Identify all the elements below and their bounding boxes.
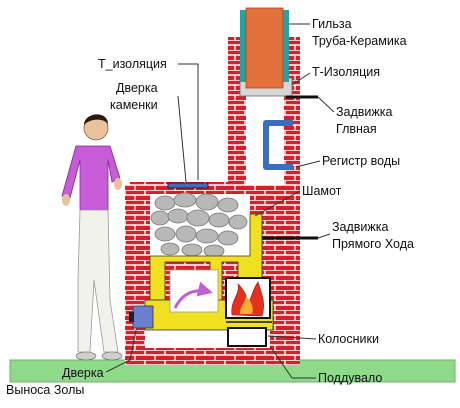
water-register [263, 120, 293, 170]
label-fireclay: Шамот [302, 184, 342, 198]
leader-stove-door [177, 95, 187, 183]
airflow-arrow [173, 281, 213, 309]
leader-main-damper [317, 96, 335, 113]
person-hair [84, 114, 108, 125]
flame-core [240, 296, 253, 314]
label-direct-damper-line1: Задвижка [332, 220, 389, 234]
person-figure [61, 114, 123, 361]
label-chimney-pipe: Труба-Керамика [312, 34, 407, 48]
sauna-stones [150, 192, 248, 258]
label-main-damper-line2: Глвная [336, 122, 377, 136]
leader-fireclay [254, 190, 301, 217]
label-ash-door-line1: Дверка [62, 366, 104, 380]
stove-door [167, 182, 209, 189]
leader-ash-pit [269, 345, 316, 379]
leader-lines [105, 23, 335, 379]
person-shirt [61, 145, 121, 211]
ash-door-panel [132, 305, 154, 329]
person-left-hand [62, 194, 70, 206]
leader-direct-damper [317, 233, 331, 239]
leader-water-register [295, 160, 321, 168]
person-left-shoe [75, 351, 97, 361]
label-main-damper-line1: Задвижка [336, 105, 393, 119]
leader-grates [267, 335, 317, 340]
fireclay-lining [149, 213, 263, 301]
chimney-sleeve-left [240, 10, 246, 82]
chimney-sleeve-right [283, 10, 289, 82]
label-ash-door-line2: Выноса Золы [6, 383, 84, 397]
label-chimney-sleeve: Гильза [312, 17, 352, 31]
leader-t-insulation-left [178, 63, 199, 180]
grate-box [227, 327, 267, 347]
label-water-register: Регистр воды [322, 154, 400, 168]
label-ash-pit: Поддувало [318, 371, 382, 385]
label-t-insulation-left: Т_изоляция [98, 57, 167, 71]
ash-door-handle [129, 312, 134, 322]
label-stove-door-line2: каменки [110, 98, 158, 112]
person-right-shoe [101, 351, 123, 361]
label-direct-damper-line2: Прямого Хода [332, 237, 414, 251]
person-pants [77, 209, 119, 353]
chimney-pipe [245, 7, 284, 89]
label-t-insulation-right: Т-Изоляция [312, 65, 380, 79]
person-right-hand [114, 178, 122, 190]
label-grates: Колосники [318, 332, 379, 346]
label-stove-door-line1: Дверка [116, 81, 158, 95]
leader-ash-door [105, 329, 137, 373]
leader-t-insulation-right [291, 72, 311, 86]
